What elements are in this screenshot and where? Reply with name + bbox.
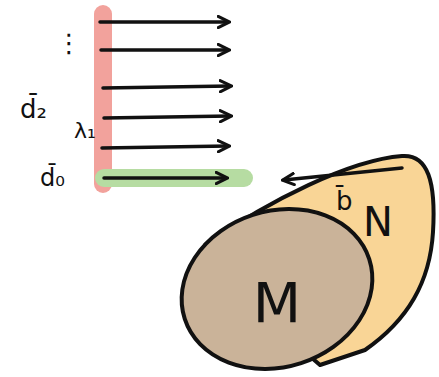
field-arrow: [104, 116, 230, 118]
math-label: λ₁: [74, 120, 96, 142]
arrow-field: [100, 22, 230, 178]
math-label: d̄₀: [40, 166, 65, 190]
field-arrow: [100, 20, 228, 24]
green-highlight: [104, 169, 244, 187]
region-m: M: [175, 205, 380, 373]
math-label: ⋮: [56, 30, 82, 56]
field-arrow: [104, 176, 226, 180]
region-letter: N: [363, 202, 393, 242]
math-label: b̄: [336, 188, 353, 214]
field-arrow: [103, 86, 230, 88]
region-m-shape: [161, 185, 394, 377]
field-arrow: [101, 48, 228, 52]
math-label: d̄₂: [20, 96, 47, 122]
b-arrow: [284, 168, 402, 180]
region-n: NM: [170, 150, 436, 374]
region-letter: M: [253, 275, 301, 331]
field-arrow: [102, 146, 228, 148]
red-highlight: [94, 14, 112, 184]
